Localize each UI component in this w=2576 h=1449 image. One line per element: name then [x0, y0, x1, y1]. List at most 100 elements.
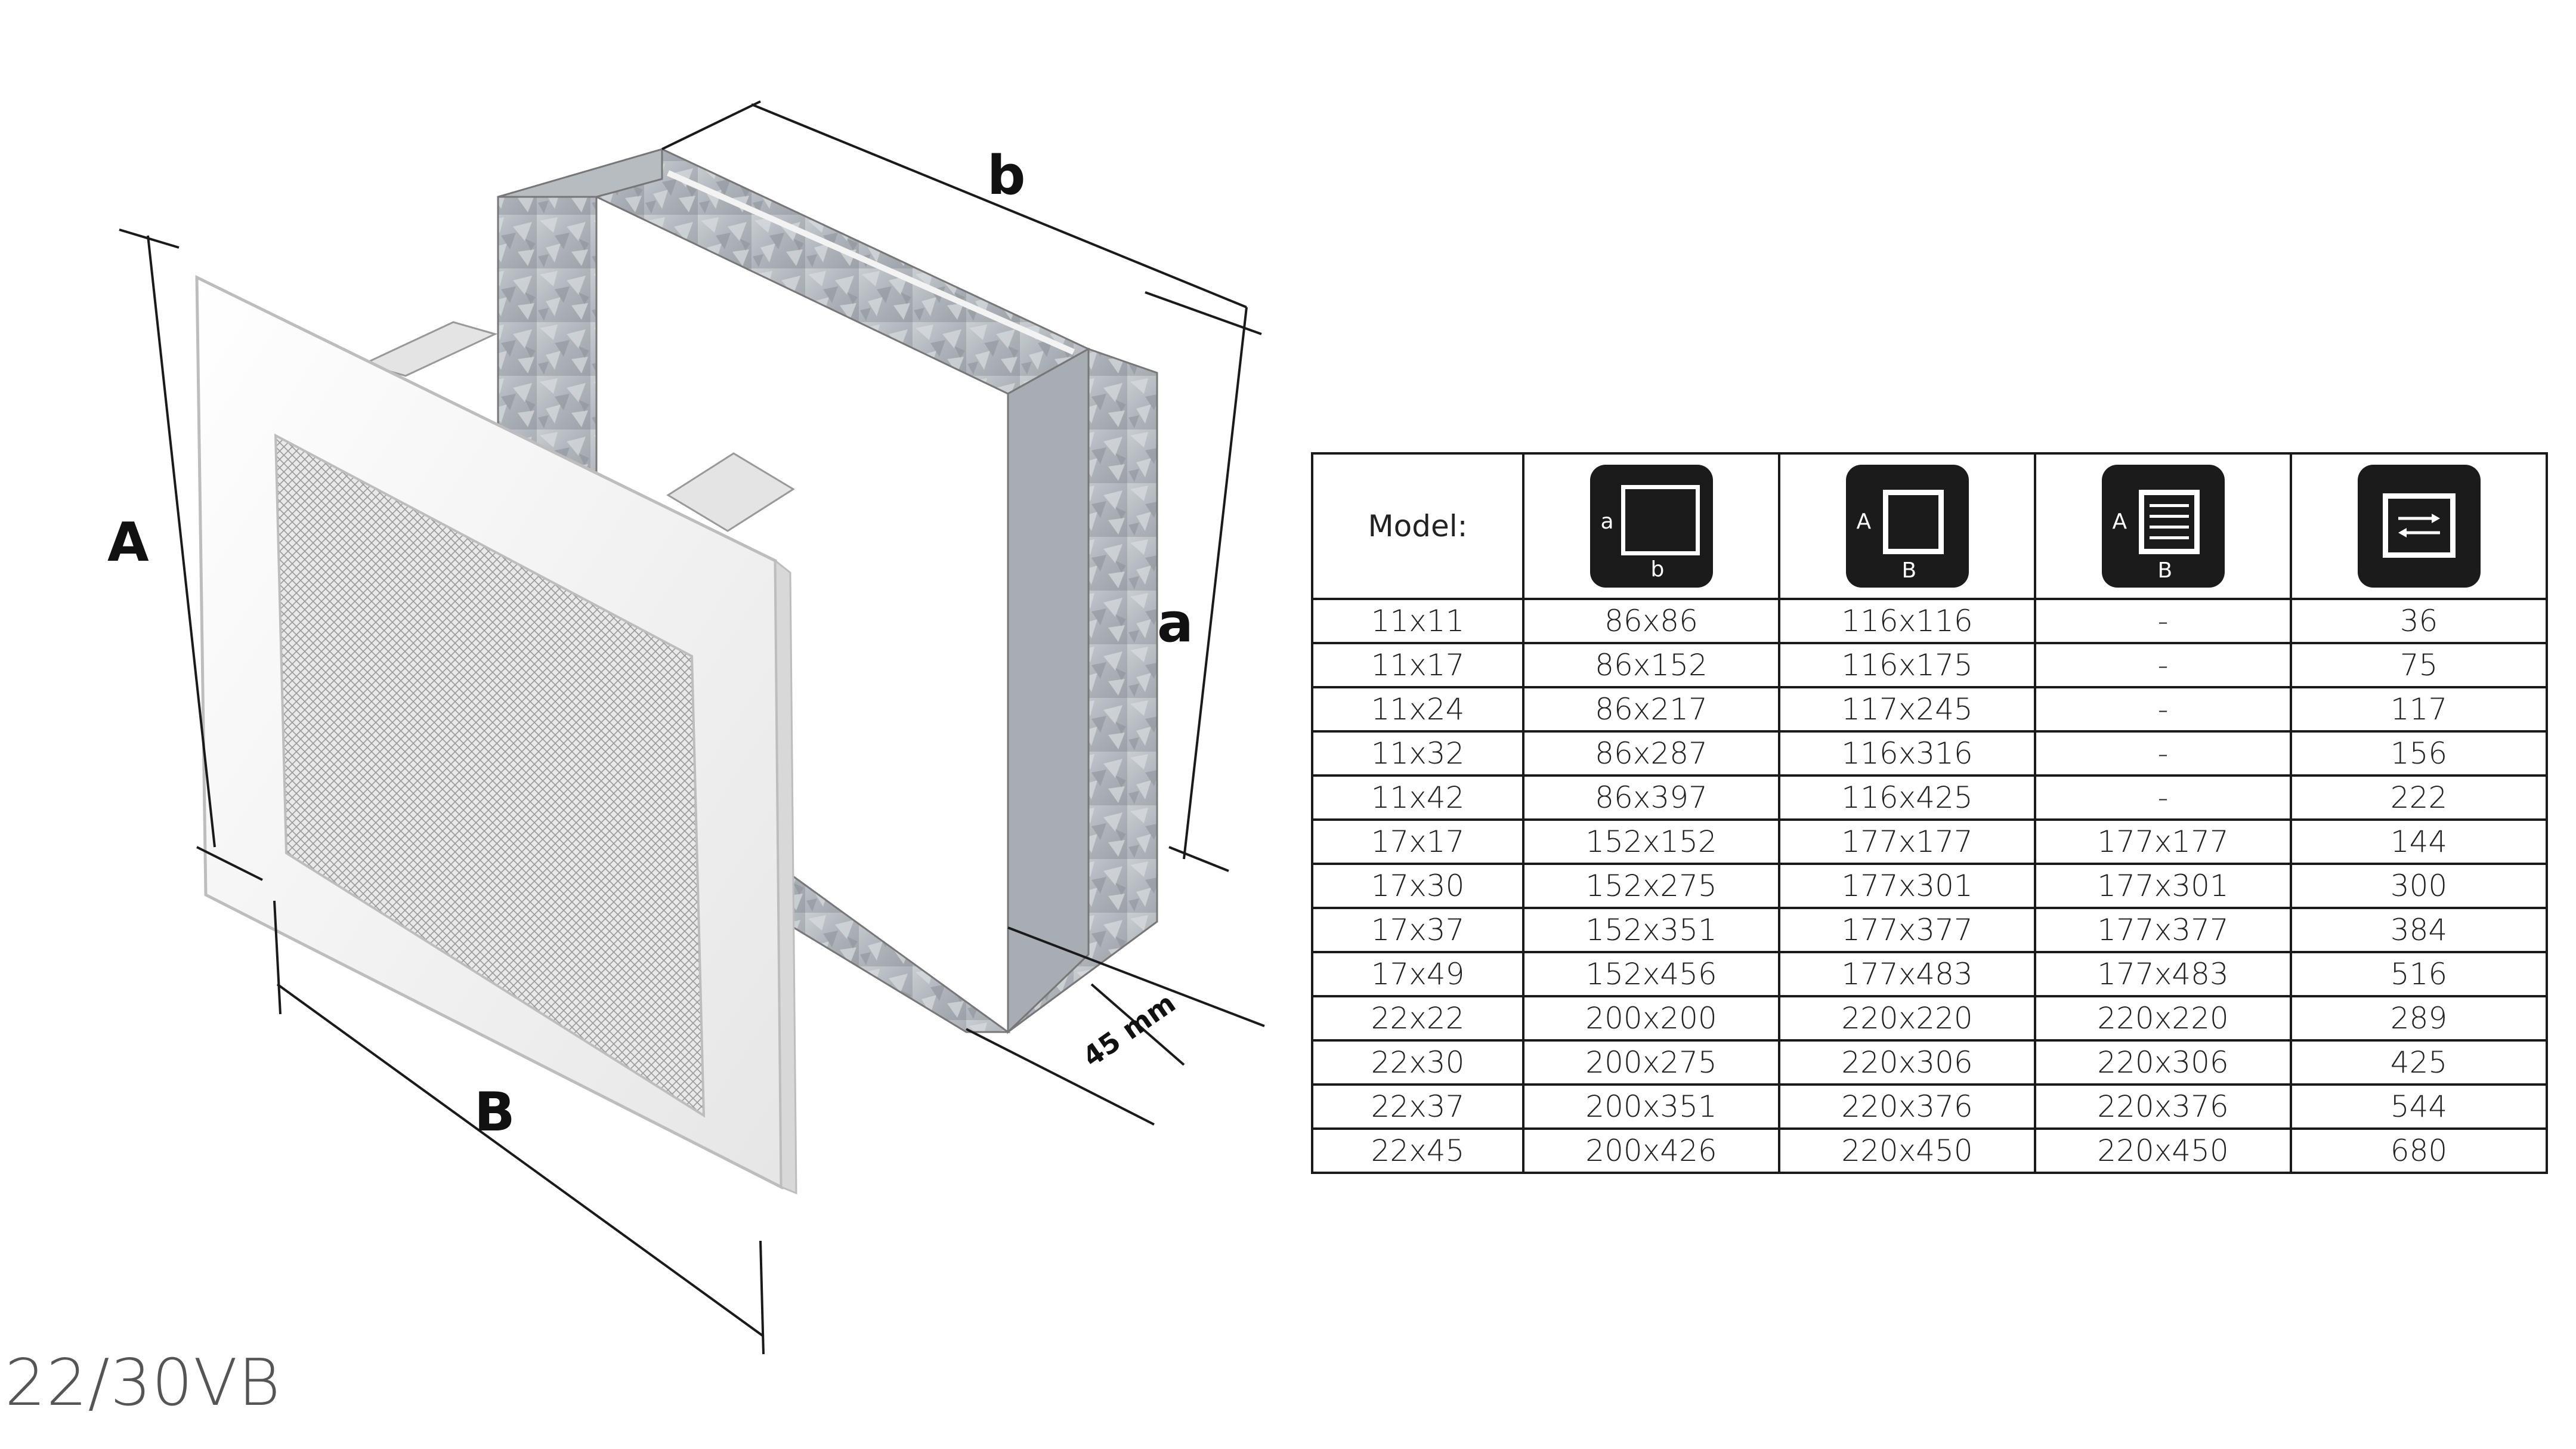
cell-outer-size: 117x245 [1778, 686, 2036, 733]
dim-label-a: a [1157, 592, 1193, 654]
header-model: Model: [1311, 452, 1524, 600]
spec-table: Model: a b A B [1311, 452, 2548, 1174]
cell-outer-size: 220x306 [1778, 1039, 2036, 1086]
outer-size-bottom-label: B [1901, 558, 1917, 583]
cell-airflow: 289 [2290, 995, 2548, 1042]
table-header-row: Model: a b A B [1311, 452, 2548, 600]
cell-model: 11x24 [1311, 686, 1524, 733]
cell-outer-size: 116x316 [1778, 730, 2036, 777]
cell-model: 11x42 [1311, 774, 1524, 821]
louvre-size-icon: A B [2101, 465, 2225, 588]
inner-size-bottom-label: b [1650, 557, 1665, 582]
cell-model: 22x45 [1311, 1127, 1524, 1174]
cell-inner-size: 200x426 [1522, 1127, 1780, 1174]
cell-model: 17x37 [1311, 907, 1524, 953]
dimension-lines [119, 100, 1265, 1355]
header-outer-size: A B [1778, 452, 2036, 600]
cell-outer-size: 177x483 [1778, 951, 2036, 997]
cell-airflow: 222 [2290, 774, 2548, 821]
louvre-size-side-label: A [2112, 509, 2127, 534]
cell-model: 11x11 [1311, 598, 1524, 644]
cell-louvre-size: - [2034, 686, 2292, 733]
header-inner-size: a b [1522, 452, 1780, 600]
cell-model: 22x22 [1311, 995, 1524, 1042]
cell-inner-size: 200x200 [1522, 995, 1780, 1042]
cell-inner-size: 200x275 [1522, 1039, 1780, 1086]
outer-size-icon: A B [1845, 465, 1969, 588]
cell-inner-size: 152x152 [1522, 818, 1780, 865]
cell-model: 22x37 [1311, 1083, 1524, 1130]
cell-louvre-size: 177x377 [2034, 907, 2292, 953]
outer-size-side-label: A [1856, 509, 1872, 534]
cell-louvre-size: 220x220 [2034, 995, 2292, 1042]
cell-model: 17x30 [1311, 863, 1524, 909]
cell-outer-size: 177x177 [1778, 818, 2036, 865]
cell-louvre-size: 220x450 [2034, 1127, 2292, 1174]
cell-airflow: 75 [2290, 642, 2548, 688]
cell-airflow: 156 [2290, 730, 2548, 777]
dim-label-A: A [107, 511, 149, 574]
cell-inner-size: 86x287 [1522, 730, 1780, 777]
cell-model: 17x49 [1311, 951, 1524, 997]
cell-outer-size: 220x450 [1778, 1127, 2036, 1174]
cell-inner-size: 152x275 [1522, 863, 1780, 909]
cell-outer-size: 177x377 [1778, 907, 2036, 953]
cell-airflow: 425 [2290, 1039, 2548, 1086]
cell-airflow: 680 [2290, 1127, 2548, 1174]
cell-louvre-size: 177x483 [2034, 951, 2292, 997]
cell-airflow: 144 [2290, 818, 2548, 865]
cell-inner-size: 86x152 [1522, 642, 1780, 688]
cell-airflow: 117 [2290, 686, 2548, 733]
cell-louvre-size: 220x306 [2034, 1039, 2292, 1086]
cell-airflow: 516 [2290, 951, 2548, 997]
cell-louvre-size: 220x376 [2034, 1083, 2292, 1130]
cell-louvre-size: - [2034, 598, 2292, 644]
inner-size-icon: a b [1589, 465, 1713, 588]
cell-outer-size: 116x116 [1778, 598, 2036, 644]
dim-label-depth: 45 mm [1077, 987, 1181, 1073]
louvre-size-bottom-label: B [2157, 558, 2173, 583]
inner-size-side-label: a [1600, 509, 1614, 534]
product-illustration: A B a b 45 mm [107, 100, 1265, 1355]
product-code: 22/30VB [5, 1346, 281, 1420]
cell-louvre-size: 177x301 [2034, 863, 2292, 909]
cell-inner-size: 86x86 [1522, 598, 1780, 644]
cell-outer-size: 177x301 [1778, 863, 2036, 909]
cell-inner-size: 152x456 [1522, 951, 1780, 997]
cell-airflow: 544 [2290, 1083, 2548, 1130]
cell-inner-size: 200x351 [1522, 1083, 1780, 1130]
cell-louvre-size: - [2034, 642, 2292, 688]
cell-airflow: 36 [2290, 598, 2548, 644]
cell-model: 22x30 [1311, 1039, 1524, 1086]
front-grille [195, 274, 797, 1195]
cell-model: 11x32 [1311, 730, 1524, 777]
cell-inner-size: 86x397 [1522, 774, 1780, 821]
cell-louvre-size: 177x177 [2034, 818, 2292, 865]
airflow-icon [2357, 465, 2481, 588]
cell-outer-size: 116x425 [1778, 774, 2036, 821]
cell-airflow: 384 [2290, 907, 2548, 953]
cell-airflow: 300 [2290, 863, 2548, 909]
cell-model: 11x17 [1311, 642, 1524, 688]
cell-outer-size: 220x220 [1778, 995, 2036, 1042]
cell-inner-size: 86x217 [1522, 686, 1780, 733]
dim-label-B: B [474, 1081, 515, 1144]
header-airflow [2290, 452, 2548, 600]
cell-outer-size: 220x376 [1778, 1083, 2036, 1130]
header-louvre-size: A B [2034, 452, 2292, 600]
cell-model: 17x17 [1311, 818, 1524, 865]
cell-louvre-size: - [2034, 730, 2292, 777]
